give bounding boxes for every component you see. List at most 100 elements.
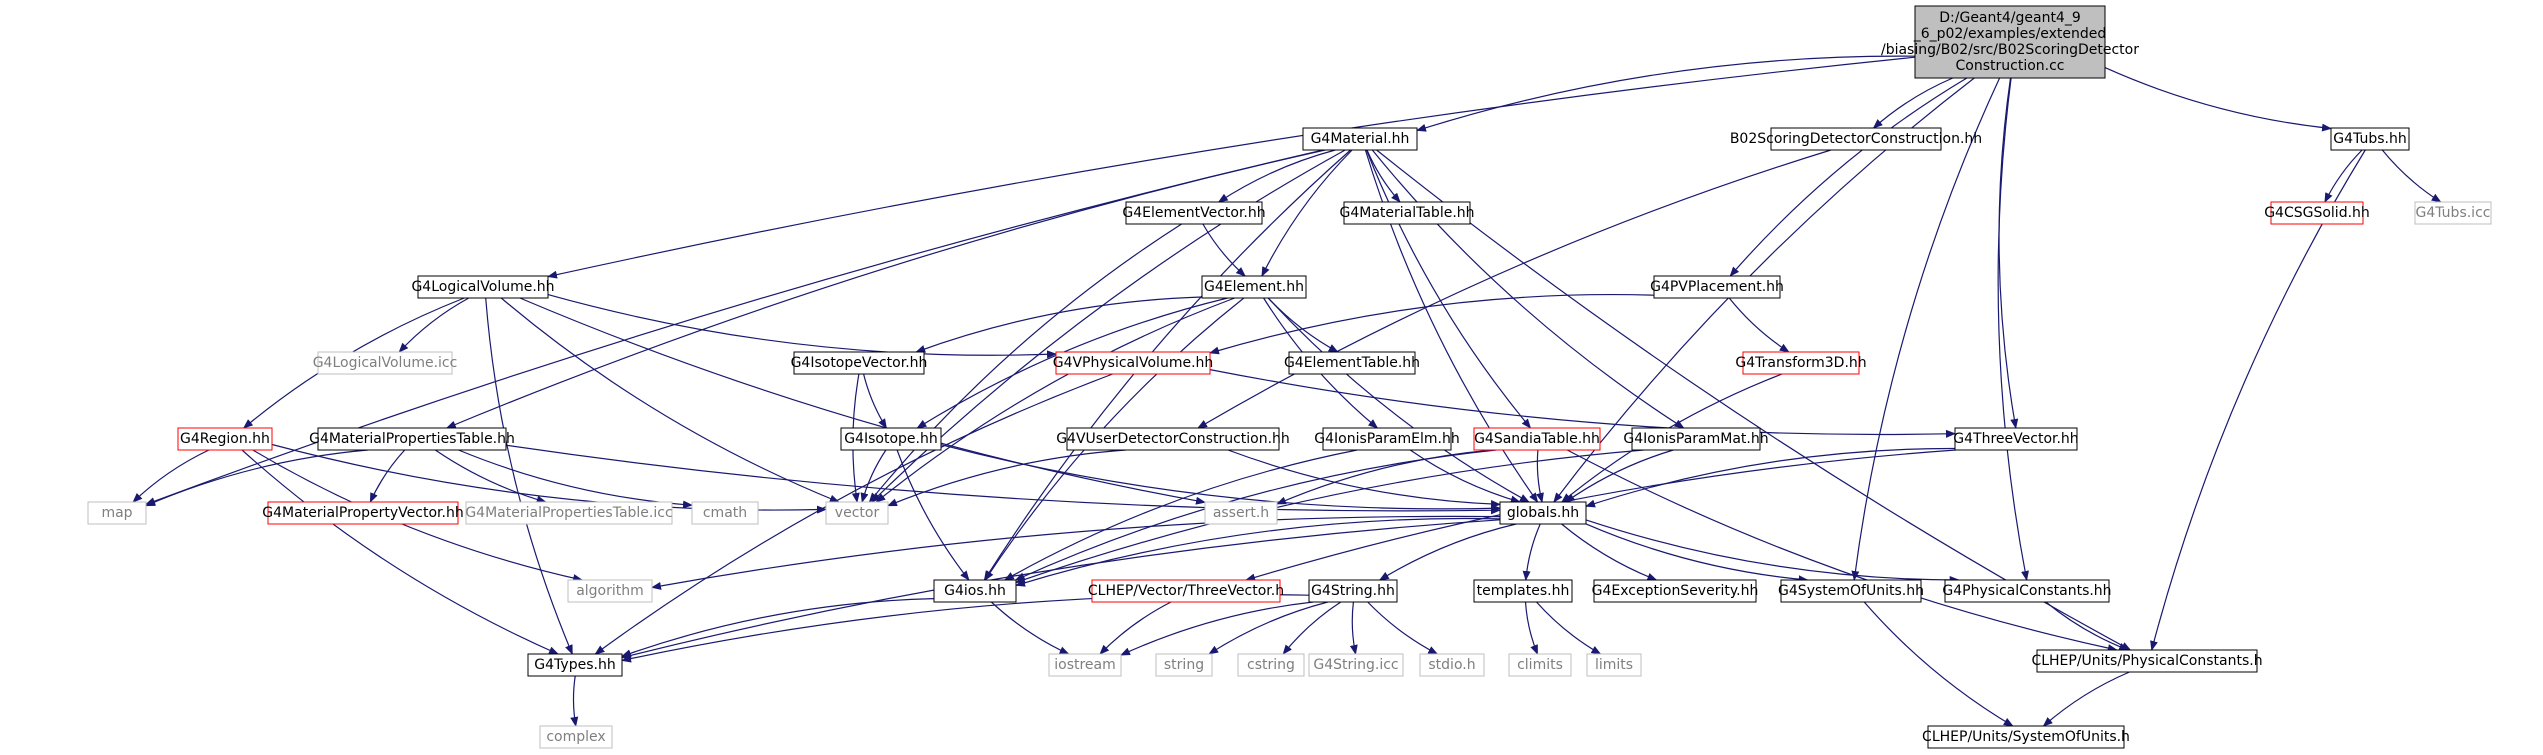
edge-g4material-to-g4materialpropertiestable — [445, 149, 1326, 429]
node-g4vphysicalvolume[interactable]: G4VPhysicalVolume.hh — [1053, 351, 1214, 375]
node-box-g4materialtable — [1343, 201, 1471, 225]
node-g4pvplacement[interactable]: G4PVPlacement.hh — [1650, 275, 1784, 299]
edge-g4sandiatable-to-clhepphysicalconstants — [1566, 449, 2118, 653]
node-box-b02sdc — [1770, 127, 1942, 151]
node-g4elementtable[interactable]: G4ElementTable.hh — [1284, 351, 1420, 375]
edge-g4tubs-to-g4csgsolid — [2324, 149, 2363, 203]
node-g4stringicc: G4String.icc — [1308, 653, 1404, 677]
node-g4ios[interactable]: G4ios.hh — [933, 579, 1017, 603]
edge-root-to-b02sdc — [1872, 77, 1954, 129]
node-root[interactable]: D:/Geant4/geant4_9_6_p02/examples/extend… — [1881, 5, 2139, 79]
node-box-g4types — [527, 653, 623, 677]
node-g4isotope[interactable]: G4Isotope.hh — [840, 427, 942, 451]
node-g4systemofunits[interactable]: G4SystemOfUnits.hh — [1778, 579, 1924, 603]
node-b02sdc[interactable]: B02ScoringDetectorConstruction.hh — [1730, 127, 1982, 151]
node-label-vector: vector — [835, 505, 880, 521]
node-box-g4vuserdetectorconstruction — [1066, 427, 1280, 451]
node-label-climits: climits — [1517, 657, 1563, 673]
node-g4materialpropertyvector[interactable]: G4MaterialPropertyVector.hh — [262, 501, 464, 525]
edge-g4sandiatable-to-g4ios — [1014, 449, 1497, 581]
edge-g4element-to-g4isotope — [916, 297, 1228, 429]
node-label-g4materialpropertiestableicc: G4MaterialPropertiesTable.icc — [465, 505, 672, 521]
node-g4exceptionseverity[interactable]: G4ExceptionSeverity.hh — [1592, 579, 1759, 603]
node-label-asserth: assert.h — [1213, 505, 1269, 521]
edges-layer — [132, 55, 2442, 727]
node-g4sandiatable[interactable]: G4SandiaTable.hh — [1473, 427, 1601, 451]
node-g4types[interactable]: G4Types.hh — [527, 653, 623, 677]
node-globals[interactable]: globals.hh — [1499, 501, 1587, 525]
node-label-globals: globals.hh — [1507, 505, 1579, 521]
node-templates[interactable]: templates.hh — [1473, 579, 1573, 603]
node-g4materialtable[interactable]: G4MaterialTable.hh — [1339, 201, 1475, 225]
node-string: string — [1155, 653, 1213, 677]
node-box-g4exceptionseverity — [1593, 579, 1757, 603]
node-g4elementvector[interactable]: G4ElementVector.hh — [1122, 201, 1266, 225]
edge-b02sdc-to-g4vuserdetectorconstruction — [1197, 149, 1832, 429]
edge-g4materialpropertiestable-to-cmath — [458, 449, 693, 509]
edge-root-to-g4systemofunits — [1851, 77, 2001, 581]
node-label-iostream: iostream — [1054, 657, 1116, 673]
node-label-g4element: G4Element.hh — [1204, 279, 1304, 295]
node-box-g4isotope — [840, 427, 942, 451]
node-box-asserth — [1204, 501, 1278, 525]
edge-globals-to-g4ios — [1015, 517, 1501, 587]
edge-g4elementvector-to-g4element — [1202, 223, 1246, 277]
node-g4logicalvolume[interactable]: G4LogicalVolume.hh — [411, 275, 555, 299]
node-g4threevector[interactable]: G4ThreeVector.hh — [1953, 427, 2079, 451]
edge-g4string-to-cstring — [1282, 601, 1342, 655]
node-clhepphysicalconstants[interactable]: CLHEP/Units/PhysicalConstants.h — [2031, 649, 2263, 673]
edge-globals-to-g4string — [1378, 523, 1517, 581]
node-box-g4pvplacement — [1653, 275, 1781, 299]
node-box-g4materialpropertiestable — [317, 427, 507, 451]
node-g4region[interactable]: G4Region.hh — [177, 427, 273, 451]
node-g4ionisparammat[interactable]: G4IonisParamMat.hh — [1623, 427, 1769, 451]
edge-clhepthreevector-to-iostream — [1099, 601, 1172, 655]
node-g4tubsicc: G4Tubs.icc — [2414, 201, 2492, 225]
node-g4tubs[interactable]: G4Tubs.hh — [2330, 127, 2410, 151]
edge-g4tubs-to-g4tubsicc — [2381, 149, 2442, 203]
node-box-g4material — [1302, 127, 1418, 151]
node-g4string[interactable]: G4String.hh — [1308, 579, 1398, 603]
edge-g4ionisparamelm-to-globals — [1409, 449, 1521, 504]
edge-g4isotope-to-g4ios — [896, 449, 970, 581]
edge-g4materialpropertiestable-to-g4materialpropertyvector — [369, 449, 406, 503]
node-g4transform3d[interactable]: G4Transform3D.hh — [1735, 351, 1867, 375]
node-g4ionisparamelm[interactable]: G4IonisParamElm.hh — [1314, 427, 1460, 451]
node-box-g4tubs — [2330, 127, 2410, 151]
node-box-stdioh — [1419, 653, 1485, 677]
node-box-cmath — [691, 501, 759, 525]
node-g4materialpropertiestableicc: G4MaterialPropertiesTable.icc — [465, 501, 673, 525]
node-box-g4sandiatable — [1473, 427, 1601, 451]
node-g4materialpropertiestable[interactable]: G4MaterialPropertiesTable.hh — [309, 427, 515, 451]
node-g4material[interactable]: G4Material.hh — [1302, 127, 1418, 151]
node-label-root: _6_p02/examples/extended — [1913, 26, 2107, 42]
edge-g4threevector-to-globals — [1585, 447, 1956, 508]
node-g4isotopevector[interactable]: G4IsotopeVector.hh — [791, 351, 928, 375]
edge-root-to-g4physicalconstants — [1997, 77, 2029, 581]
edge-g4tubs-to-clhepphysicalconstants — [2150, 149, 2366, 651]
edge-g4material-to-g4ionisparammat — [1371, 149, 1685, 429]
node-g4vuserdetectorconstruction[interactable]: G4VUserDetectorConstruction.hh — [1056, 427, 1290, 451]
node-label-map: map — [101, 505, 132, 521]
edge-g4region-to-vector — [271, 443, 827, 514]
edge-templates-to-limits — [1536, 601, 1602, 655]
edge-g4logicalvolume-to-asserth — [519, 297, 1206, 505]
node-clhepthreevector[interactable]: CLHEP/Vector/ThreeVector.h — [1088, 579, 1284, 603]
node-box-g4elementtable — [1288, 351, 1416, 375]
edge-g4threevector-to-clhepthreevector — [1245, 449, 1956, 582]
edge-g4pvplacement-to-g4vphysicalvolume — [1209, 293, 1655, 355]
node-box-g4physicalconstants — [1944, 579, 2110, 603]
node-label-g4materialpropertiestable: G4MaterialPropertiesTable.hh — [309, 431, 515, 447]
edge-globals-to-g4exceptionseverity — [1561, 523, 1658, 581]
node-climits: climits — [1508, 653, 1572, 677]
node-g4element[interactable]: G4Element.hh — [1201, 275, 1307, 299]
node-label-clhepphysicalconstants: CLHEP/Units/PhysicalConstants.h — [2031, 653, 2262, 669]
edge-g4material-to-globals — [1364, 149, 1539, 503]
node-label-g4elementtable: G4ElementTable.hh — [1284, 355, 1420, 371]
node-box-algorithm — [567, 579, 653, 603]
node-box-string — [1155, 653, 1213, 677]
node-g4physicalconstants[interactable]: G4PhysicalConstants.hh — [1942, 579, 2112, 603]
node-g4csgsolid[interactable]: G4CSGSolid.hh — [2264, 201, 2370, 225]
node-clhepsystemofunits[interactable]: CLHEP/Units/SystemOfUnits.h — [1922, 725, 2130, 749]
